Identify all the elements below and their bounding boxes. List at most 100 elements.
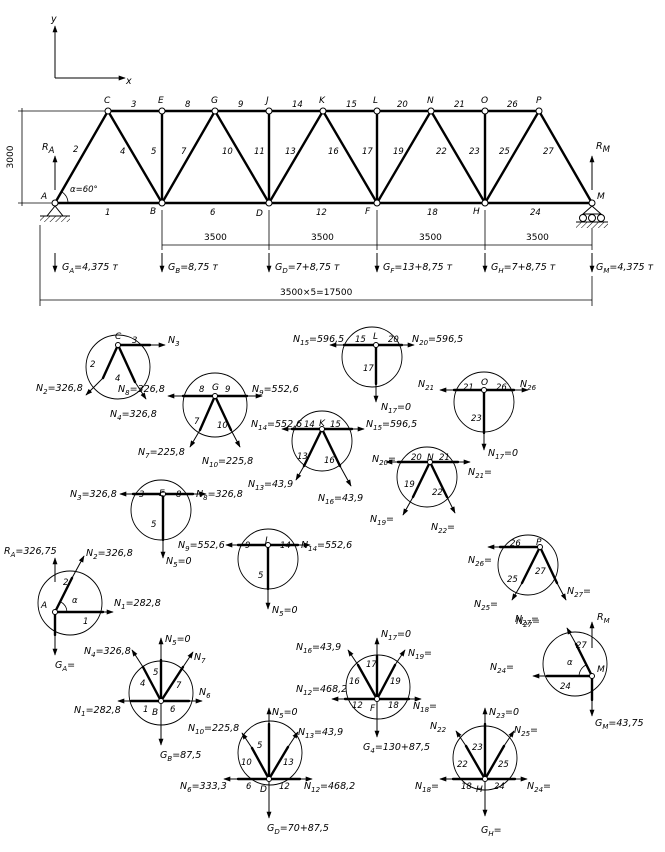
- force-label: N7=225,8: [138, 447, 185, 460]
- force-label: GM=43,75: [595, 718, 644, 731]
- fbd-member-number: 2: [63, 578, 68, 588]
- fbd-member-number: 26: [510, 539, 521, 549]
- fbd-member-number: 10: [217, 421, 228, 431]
- fbd-member-number: 7: [176, 681, 182, 691]
- force-label: N9=552,6: [252, 384, 299, 397]
- fbd-node-j: J 9 14 5 N9=552,6 N14=552,6 N5=0: [178, 528, 352, 618]
- fbd-node-label: A: [40, 601, 47, 611]
- fbd-member-number: 5: [151, 520, 156, 530]
- node-label: O: [481, 96, 488, 106]
- fbd-member-number: 25: [498, 760, 509, 770]
- fbd-node-label: G: [212, 383, 219, 393]
- fbd-node-label: O: [481, 378, 488, 388]
- member-number: 22: [436, 147, 447, 157]
- panel-dim-text: 3500: [419, 233, 442, 243]
- fbd-member-number: 27: [535, 567, 546, 577]
- load-label: GF=13+8,75 т: [383, 262, 453, 275]
- load-label: GB=8,75 т: [168, 262, 218, 275]
- node-label: K: [319, 96, 326, 106]
- x-axis-label: x: [125, 76, 132, 87]
- member-number: 3: [131, 100, 136, 110]
- fbd-member-number: 20: [411, 453, 422, 463]
- force-label: N24=: [527, 781, 551, 794]
- fbd-member-number: 23: [472, 743, 483, 753]
- node-label: J: [264, 96, 269, 106]
- pin-support-a: [40, 205, 70, 222]
- member-number: 2: [73, 145, 78, 155]
- force-label: N26=: [468, 555, 492, 568]
- panel-dim-text: 3500: [204, 233, 227, 243]
- fbd-node-label: C: [115, 332, 122, 342]
- total-dim-text: 3500×5=17500: [280, 288, 353, 298]
- force-label: N19=: [408, 648, 432, 661]
- member-number: 24: [530, 208, 541, 218]
- height-dim-text: 3000: [6, 145, 16, 168]
- node-label: M: [597, 192, 605, 202]
- fbd-angle-label: α: [567, 658, 573, 668]
- force-label: N19=: [370, 514, 394, 527]
- node-label: N: [427, 96, 434, 106]
- force-label: G4=130+87,5: [363, 742, 430, 755]
- member-number: 26: [507, 100, 518, 110]
- node-label: G: [211, 96, 218, 106]
- node-label: D: [256, 209, 263, 219]
- force-label: N5=0: [165, 634, 191, 647]
- member-number: 19: [393, 147, 404, 157]
- fbd-member-number: 17: [366, 660, 377, 670]
- fbd-member-number: 15: [330, 420, 341, 430]
- fbd-node-d: D 5 10 13 6 12 N5=0 N10=225,8 N13=43,9 N…: [180, 707, 355, 836]
- fbd-member-number: 7: [194, 417, 200, 427]
- fbd-member-number: 21: [463, 383, 474, 393]
- force-label: N3=326,8: [70, 489, 117, 502]
- fbd-node-label: N: [427, 453, 434, 463]
- member-number: 7: [181, 147, 187, 157]
- node-label: L: [373, 96, 378, 106]
- force-label: N10=225,8: [188, 723, 239, 736]
- fbd-node-e: E 3 8 5 N3=326,8 N8=326,8 N5=0: [70, 479, 243, 569]
- fbd-node-a: A 2 1 α RA=326,75 N2=326,8 N1=282,8 GA=: [4, 546, 161, 673]
- fbd-member-number: 9: [225, 385, 230, 395]
- fbd-member-number: 14: [304, 420, 315, 430]
- force-label: N10=225,8: [202, 456, 253, 469]
- fbd-node-h: H 23 22 25 18 24 N23=0 N22 N25= N18= N24…: [415, 707, 551, 838]
- force-label: RA=326,75: [4, 546, 57, 559]
- member-number: 25: [499, 147, 510, 157]
- fbd-node-o: O 21 26 23 N21 N26 N17=0: [418, 371, 537, 461]
- fbd-member-number: 1: [83, 617, 88, 627]
- member-number: 18: [427, 208, 438, 218]
- member-number: 17: [362, 147, 373, 157]
- fbd-member-number: 16: [349, 677, 360, 687]
- fbd-member-number: 20: [388, 335, 399, 345]
- force-label: N27=: [515, 614, 539, 627]
- fbd-member-number: 17: [363, 364, 374, 374]
- force-label: N16=43,9: [318, 493, 363, 506]
- load-label: GD=7+8,75 т: [275, 262, 340, 275]
- fbd-node-k: K 14 15 13 16 N14=552,6 N15=596,5 N13=43…: [248, 410, 417, 506]
- fbd-member-number: 24: [494, 782, 505, 792]
- force-label: N1=282,8: [74, 705, 121, 718]
- fbd-member-number: 14: [280, 541, 291, 551]
- member-number: 15: [346, 100, 357, 110]
- force-label: N25=: [514, 725, 538, 738]
- force-label: N21=: [468, 467, 492, 480]
- fbd-node-label: L: [373, 332, 378, 342]
- fbd-member-number: 23: [471, 414, 482, 424]
- fbd-member-number: 5: [153, 668, 158, 678]
- fbd-node-f: F 16 17 19 12 18 N16=43,9 N17=0 N19= N12…: [296, 629, 437, 755]
- fbd-member-number: 10: [241, 758, 252, 768]
- reaction-a-label: RA: [42, 142, 55, 156]
- force-label: N1=282,8: [114, 598, 161, 611]
- fbd-node-label: M: [597, 665, 605, 675]
- force-label: N27=: [567, 586, 591, 599]
- force-label: N17=0: [381, 402, 411, 415]
- fbd-node-c: C 3 2 4 N3 N2=326,8 N4=326,8: [36, 332, 180, 422]
- member-number: 1: [105, 208, 110, 218]
- node-label: A: [40, 192, 47, 202]
- fbd-member-number: 5: [257, 741, 262, 751]
- force-label: N22=: [431, 522, 455, 535]
- fbd-member-number: 26: [496, 383, 507, 393]
- fbd-member-number: 3: [132, 336, 137, 346]
- member-number: 27: [543, 147, 554, 157]
- member-number: 21: [454, 100, 465, 110]
- fbd-member-number: 19: [390, 677, 401, 687]
